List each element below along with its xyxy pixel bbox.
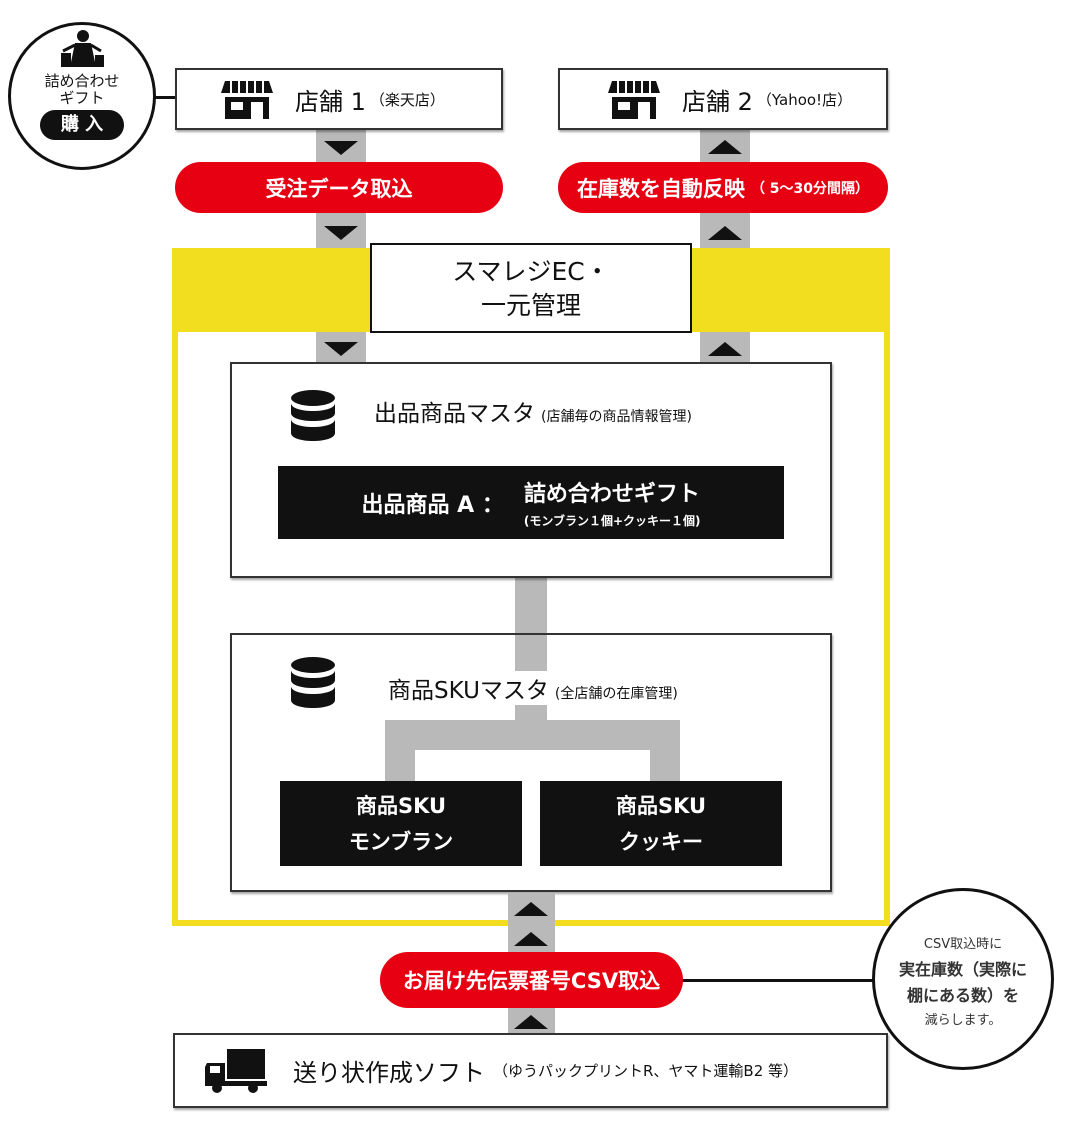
listing-item-name: 詰め合わせギフト xyxy=(523,482,700,507)
store-2-sub: （Yahoo!店） xyxy=(756,90,853,109)
system-title-box: スマレジEC・ 一元管理 xyxy=(370,243,692,333)
store-2-name: 店舗 2 xyxy=(682,87,753,116)
note-line1: CSV取込時に xyxy=(923,937,1003,952)
purchase-badge: 購 入 xyxy=(40,110,124,140)
connector-sku-left xyxy=(385,720,415,782)
listing-item-bar: 出品商品 A ： 詰め合わせギフト (モンブラン１個+クッキー１個) xyxy=(278,466,784,539)
sku-montblanc-line2: モンブラン xyxy=(348,829,454,854)
listing-master-title: 出品商品マスタ xyxy=(374,401,535,427)
note-line4: 減らします。 xyxy=(924,1013,1002,1028)
arrow-down-icon xyxy=(324,342,358,356)
store-icon xyxy=(608,81,660,119)
note-circle: CSV取込時に 実在庫数（実際に 棚にある数）を 減らします。 xyxy=(872,888,1054,1070)
order-import-pill: 受注データ取込 xyxy=(175,162,503,213)
sku-cookie-line2: クッキー xyxy=(619,829,703,854)
customer-circle: 詰め合わせ ギフト 購 入 xyxy=(8,22,156,170)
arrow-down-icon xyxy=(324,226,358,240)
shipping-sub: （ゆうパックプリントR、ヤマト運輸B2 等） xyxy=(493,1062,799,1080)
listing-item-label: 出品商品 A ： xyxy=(361,492,504,518)
store-2-box: 店舗 2 （Yahoo!店） xyxy=(558,68,888,130)
arrow-down-icon xyxy=(324,141,358,155)
store-1-box: 店舗 1 （楽天店） xyxy=(175,68,503,130)
system-title-line1: スマレジEC・ xyxy=(452,257,610,286)
stock-sync-label: 在庫数を自動反映 xyxy=(576,176,745,201)
order-import-label: 受注データ取込 xyxy=(265,176,413,201)
arrow-up-icon xyxy=(514,1015,548,1029)
sku-master-title: 商品SKUマスタ xyxy=(388,678,549,704)
arrow-up-icon xyxy=(708,226,742,240)
connector-sku-right xyxy=(650,720,680,782)
note-connector xyxy=(680,979,880,982)
sku-cookie: 商品SKU クッキー xyxy=(540,781,782,866)
stock-sync-pill: 在庫数を自動反映 （ 5～30分間隔） xyxy=(558,162,888,213)
customer-line1: 詰め合わせ xyxy=(44,72,120,90)
arrow-up-icon xyxy=(514,902,548,916)
sku-cookie-line1: 商品SKU xyxy=(615,793,707,818)
listing-item-detail: (モンブラン１個+クッキー１個) xyxy=(523,514,701,528)
store-icon xyxy=(221,81,273,119)
csv-import-pill: お届け先伝票番号CSV取込 xyxy=(380,952,683,1008)
sku-master-sub: (全店舗の在庫管理) xyxy=(554,686,678,702)
customer-line2: ギフト xyxy=(59,89,105,107)
arrow-up-icon xyxy=(708,342,742,356)
shopper-icon xyxy=(61,30,104,67)
customer-connector xyxy=(155,96,175,99)
csv-import-label: お届け先伝票番号CSV取込 xyxy=(402,969,661,993)
shipping-title: 送り状作成ソフト xyxy=(293,1059,485,1087)
store-1-name: 店舗 1 xyxy=(295,87,366,116)
connector-branch xyxy=(385,720,680,750)
sku-montblanc-line1: 商品SKU xyxy=(355,793,447,818)
store-1-sub: （楽天店） xyxy=(369,90,445,109)
sku-master-box: 商品SKUマスタ (全店舗の在庫管理) xyxy=(230,633,832,892)
truck-icon xyxy=(205,1048,267,1093)
listing-master-sub: (店舗毎の商品情報管理) xyxy=(541,409,692,425)
database-icon xyxy=(291,390,335,441)
database-icon xyxy=(291,657,335,708)
arrow-up-icon xyxy=(708,140,742,154)
sku-montblanc: 商品SKU モンブラン xyxy=(280,781,522,866)
system-title-line2: 一元管理 xyxy=(480,291,581,320)
arrow-up-icon xyxy=(514,932,548,946)
stock-sync-interval: （ 5～30分間隔） xyxy=(750,180,870,197)
note-line2: 実在庫数（実際に xyxy=(898,960,1027,979)
shipping-software-box: 送り状作成ソフト （ゆうパックプリントR、ヤマト運輸B2 等） xyxy=(173,1033,888,1108)
note-line3: 棚にある数）を xyxy=(906,986,1019,1005)
